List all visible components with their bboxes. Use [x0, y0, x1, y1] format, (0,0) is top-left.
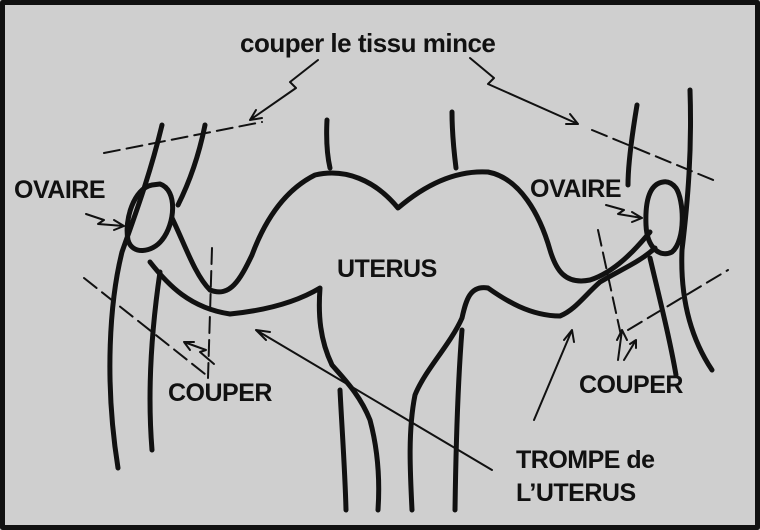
cervix-right: [455, 330, 462, 510]
cut-left-label: COUPER: [168, 381, 272, 406]
arrow-cut-right: [617, 330, 636, 360]
cut-line-left-diagonal: [84, 278, 210, 378]
ovary-left-label: OVAIRE: [14, 178, 105, 203]
right-outer-ligament: [682, 90, 712, 370]
arrow-ovary-left: [86, 214, 124, 230]
top-vessel-right: [452, 112, 456, 168]
arrow-ovary-right: [606, 205, 642, 222]
fallopian-tube-label-line1: TROMPE de: [516, 448, 655, 473]
cut-right-label: COUPER: [579, 373, 683, 398]
cut-line-top-left: [104, 122, 262, 153]
arrow-tissue-right: [470, 58, 578, 124]
right-ovary: [646, 182, 682, 254]
fallopian-tube-label-line2: L’UTERUS: [516, 481, 636, 506]
cut-line-right-diagonal: [628, 270, 728, 330]
cut-thin-tissue-label: couper le tissu mince: [240, 30, 495, 56]
cut-line-right-vertical: [598, 230, 622, 340]
arrow-tube-right: [534, 330, 574, 420]
uterus-label: UTERUS: [337, 257, 437, 282]
right-inner-ligament: [628, 105, 637, 185]
ovary-right-label: OVAIRE: [530, 177, 621, 202]
cervix-left: [340, 390, 346, 510]
arrow-tissue-left: [250, 60, 318, 120]
top-vessel-left: [327, 120, 330, 168]
right-lower-ligament: [650, 258, 676, 375]
